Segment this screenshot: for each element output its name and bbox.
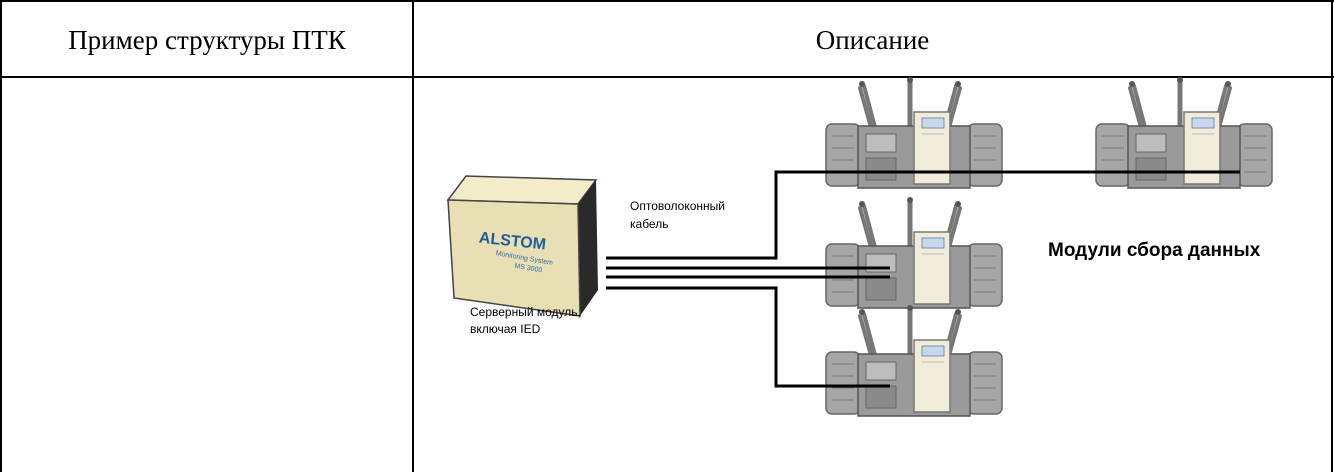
server-subtitle-2: MS 3000 (514, 263, 543, 275)
table-column-divider (412, 0, 414, 472)
cable-label-line1: Оптоволоконный (630, 199, 725, 213)
fiber-optic-cables (606, 170, 1240, 388)
table-border-top (0, 0, 1334, 2)
header-description: Описание (815, 24, 930, 55)
table-border-left (0, 0, 2, 472)
ptk-structure-diagram: ALSTOM Monitoring System MS 3000 Оптовол… (446, 76, 1320, 466)
transformer-bottom (826, 305, 1002, 416)
table-border-right (1331, 0, 1333, 472)
server-module: ALSTOM Monitoring System MS 3000 (446, 175, 598, 317)
cable-label-line2: кабель (630, 217, 668, 231)
server-caption-line1: Серверный модуль, (470, 305, 581, 319)
header-structure-example: Пример структуры ПТК (68, 24, 346, 55)
modules-label: Модули сбора данных (1048, 240, 1261, 261)
table-border-header-bottom (0, 76, 1334, 78)
structure-example-cell (2, 78, 412, 472)
server-brand: ALSTOM (478, 230, 547, 254)
transformer-middle (826, 197, 1002, 308)
server-caption-line2: включая IED (470, 322, 541, 336)
